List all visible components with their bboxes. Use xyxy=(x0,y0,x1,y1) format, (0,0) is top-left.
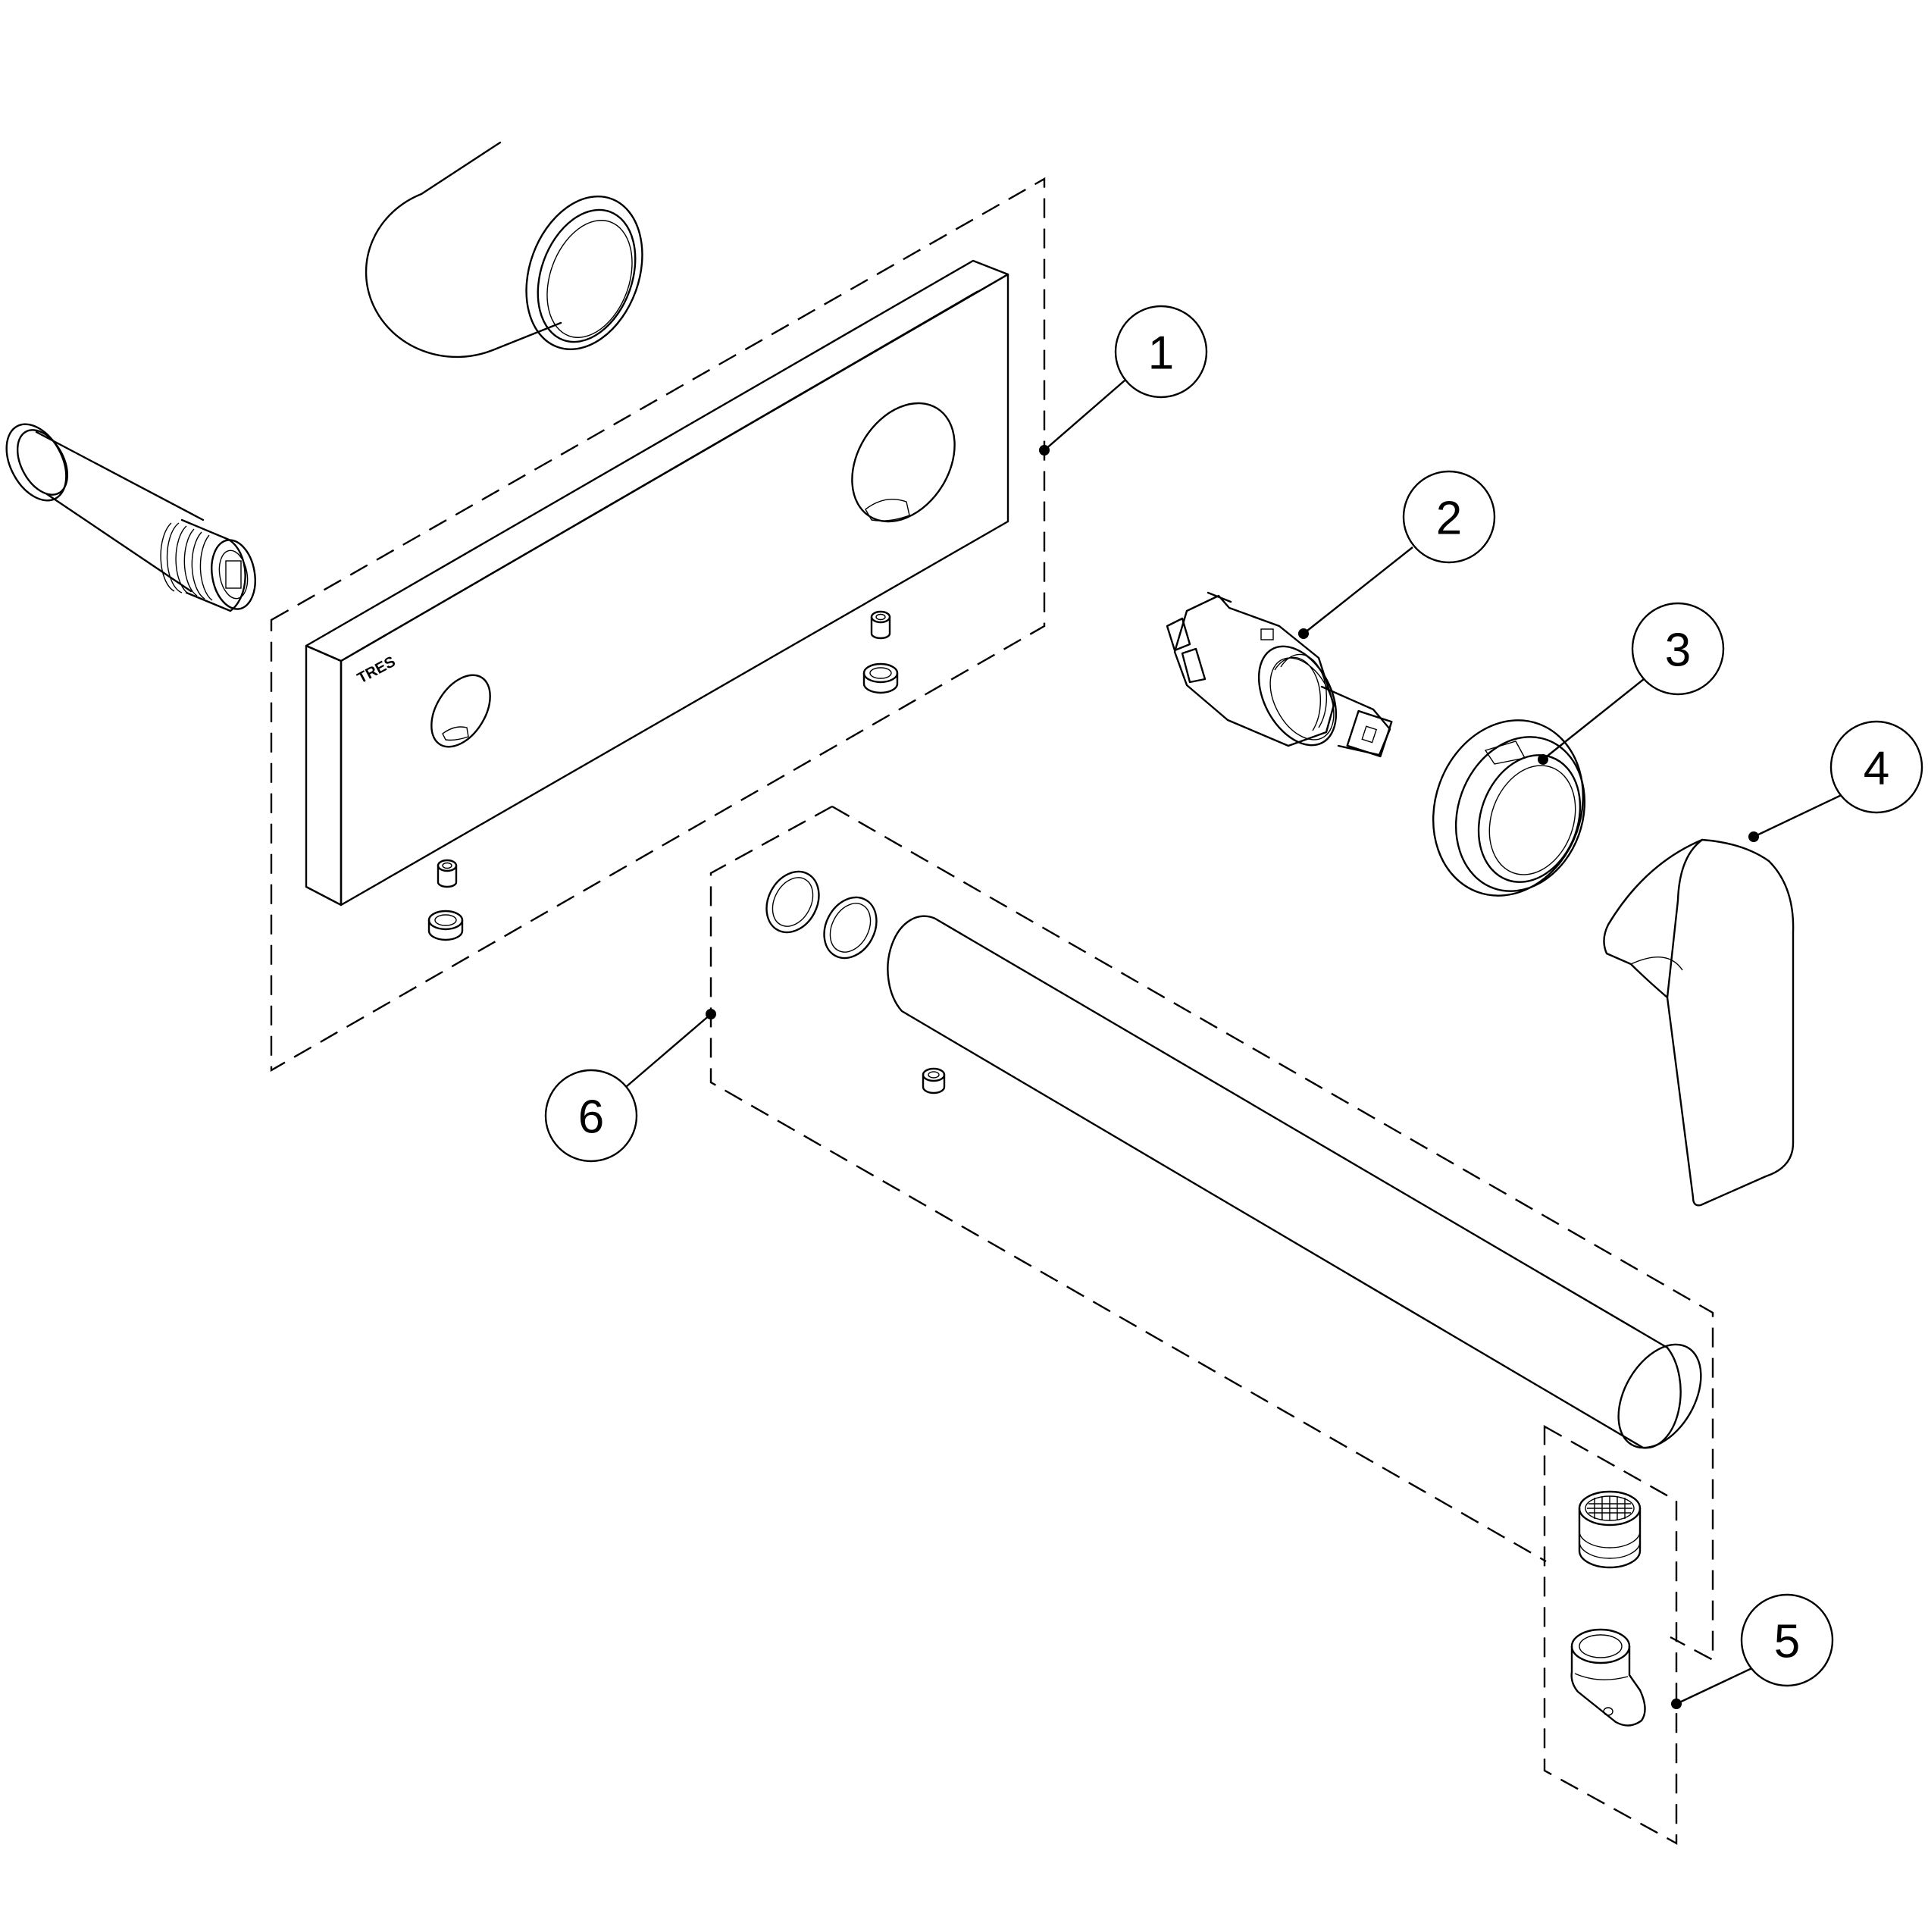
callout-1: 1 xyxy=(1039,305,1208,456)
ring-nut-part xyxy=(1432,719,1586,897)
callout-2-label: 2 xyxy=(1436,493,1462,545)
brand-mark: TRES xyxy=(355,653,398,687)
callout-3-label: 3 xyxy=(1665,625,1691,677)
callout-6-label: 6 xyxy=(578,1091,604,1144)
aerator-part xyxy=(1578,1490,1642,1569)
callout-4-label: 4 xyxy=(1864,743,1889,795)
cartridge-part xyxy=(1166,591,1393,758)
callout-5-label: 5 xyxy=(1774,1616,1800,1668)
callout-6: 6 xyxy=(544,1009,716,1163)
group-1-boundary xyxy=(270,177,1046,1072)
callout-4: 4 xyxy=(1748,720,1923,842)
group-5-boundary xyxy=(1543,1424,1678,1846)
spout-part xyxy=(887,915,1702,1449)
cover-plate-part: TRES xyxy=(305,259,1009,907)
callout-5: 5 xyxy=(1671,1593,1834,1709)
aerator-key-part xyxy=(1570,1628,1646,1727)
connector-pipe-part xyxy=(5,423,256,612)
group-6-boundary xyxy=(831,805,1714,1662)
fixing-screw-upper xyxy=(870,610,891,640)
fixing-clip-lower xyxy=(427,910,464,941)
fixing-clip-upper xyxy=(862,662,899,694)
o-ring-1 xyxy=(765,870,820,934)
fixing-screw-lower xyxy=(437,859,458,888)
sleeve-part xyxy=(365,141,643,359)
callout-3: 3 xyxy=(1538,602,1725,765)
o-ring-2 xyxy=(823,896,878,960)
callout-1-label: 1 xyxy=(1148,327,1174,380)
spout-grub-screw xyxy=(922,1067,946,1094)
lever-handle-part xyxy=(1603,838,1795,1207)
callout-2: 2 xyxy=(1298,470,1496,639)
